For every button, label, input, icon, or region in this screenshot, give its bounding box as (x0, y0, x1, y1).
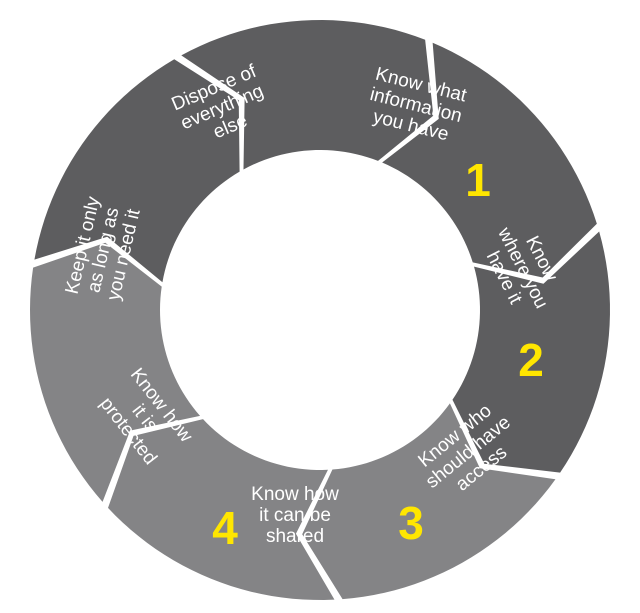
cycle-step-label-line: Know how (251, 484, 339, 505)
cycle-step-label-line: shared (266, 526, 324, 547)
cycle-step-label-line: it can be (259, 505, 331, 526)
cycle-segment-1 (34, 59, 240, 283)
cycle-step-number-4: 4 (212, 502, 238, 554)
cycle-segment-3 (382, 42, 597, 278)
cycle-segment-5 (302, 403, 556, 600)
cycle-segment-4 (452, 231, 610, 473)
cycle-step-number-1: 1 (465, 154, 491, 206)
cycle-step-number-2: 2 (518, 334, 544, 386)
cycle-segment-7 (30, 242, 201, 502)
cycle-segment-2 (181, 20, 434, 170)
cycle-segment-6 (108, 419, 335, 600)
cycle-step-number-3: 3 (398, 497, 424, 549)
